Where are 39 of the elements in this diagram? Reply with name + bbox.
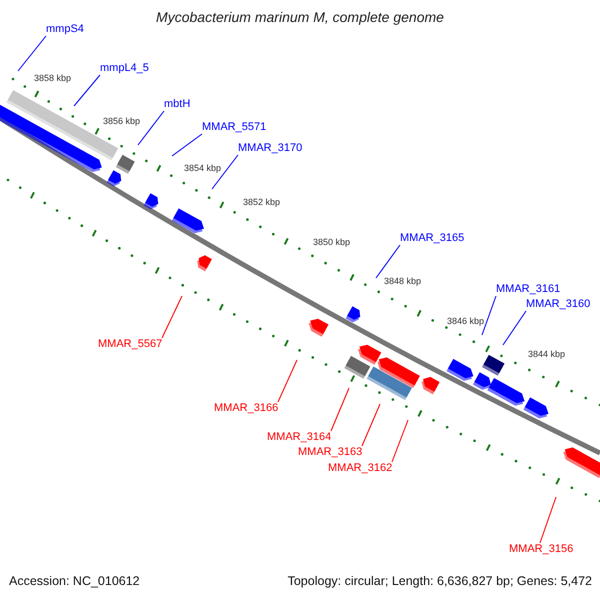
gene-label: MMAR_5571: [202, 121, 266, 134]
scale-label: 3844 kbp: [528, 349, 566, 360]
scale-label: 3850 kbp: [313, 237, 350, 248]
leader-line: [212, 154, 238, 190]
gene-label: MMAR_3170: [238, 142, 302, 155]
gene-label: MMAR_3165: [400, 232, 464, 245]
scale-label: 3852 kbp: [243, 197, 280, 208]
leader-line: [74, 74, 100, 106]
title: Mycobacterium marinum M, complete genome: [155, 9, 445, 25]
gene-label: MMAR_3156: [509, 543, 574, 556]
gene-label: MMAR_3161: [496, 283, 560, 296]
leader-line: [482, 296, 496, 336]
gene-label: MMAR_5567: [98, 338, 162, 351]
scale-label: 3856 kbp: [103, 116, 140, 127]
genome-summary-text: Topology: circular; Length: 6,636,827 bp; Genes: 5,472: [288, 574, 592, 588]
leader-line: [278, 360, 298, 402]
leader-line: [18, 36, 46, 72]
leader-line: [330, 388, 350, 432]
gene-label: mmpL4_5: [100, 62, 149, 75]
gene-label: MMAR_3162: [328, 462, 392, 475]
leader-line: [502, 310, 526, 346]
scale-label: 3854 kbp: [184, 163, 222, 174]
leader-line: [162, 296, 182, 338]
gene-label: MMAR_3164: [267, 431, 332, 444]
gene-label: MMAR_3160: [526, 298, 590, 311]
gene-label: mmpS4: [46, 23, 84, 36]
leader-line: [540, 496, 556, 544]
leader-line: [362, 404, 380, 446]
leader-line: [392, 420, 408, 462]
scale-label: 3846 kbp: [447, 316, 484, 327]
gene-label: mbtH: [164, 98, 190, 111]
accession-text: Accession: NC_010612: [9, 574, 140, 588]
scale-label: 3848 kbp: [384, 276, 422, 287]
gene-label: MMAR_3166: [214, 402, 278, 415]
gene-label: MMAR_3163: [298, 446, 362, 459]
leader-line: [138, 110, 164, 146]
scale-label: 3858 kbp: [34, 73, 72, 84]
leader-line: [376, 244, 400, 278]
leader-line: [172, 134, 202, 156]
